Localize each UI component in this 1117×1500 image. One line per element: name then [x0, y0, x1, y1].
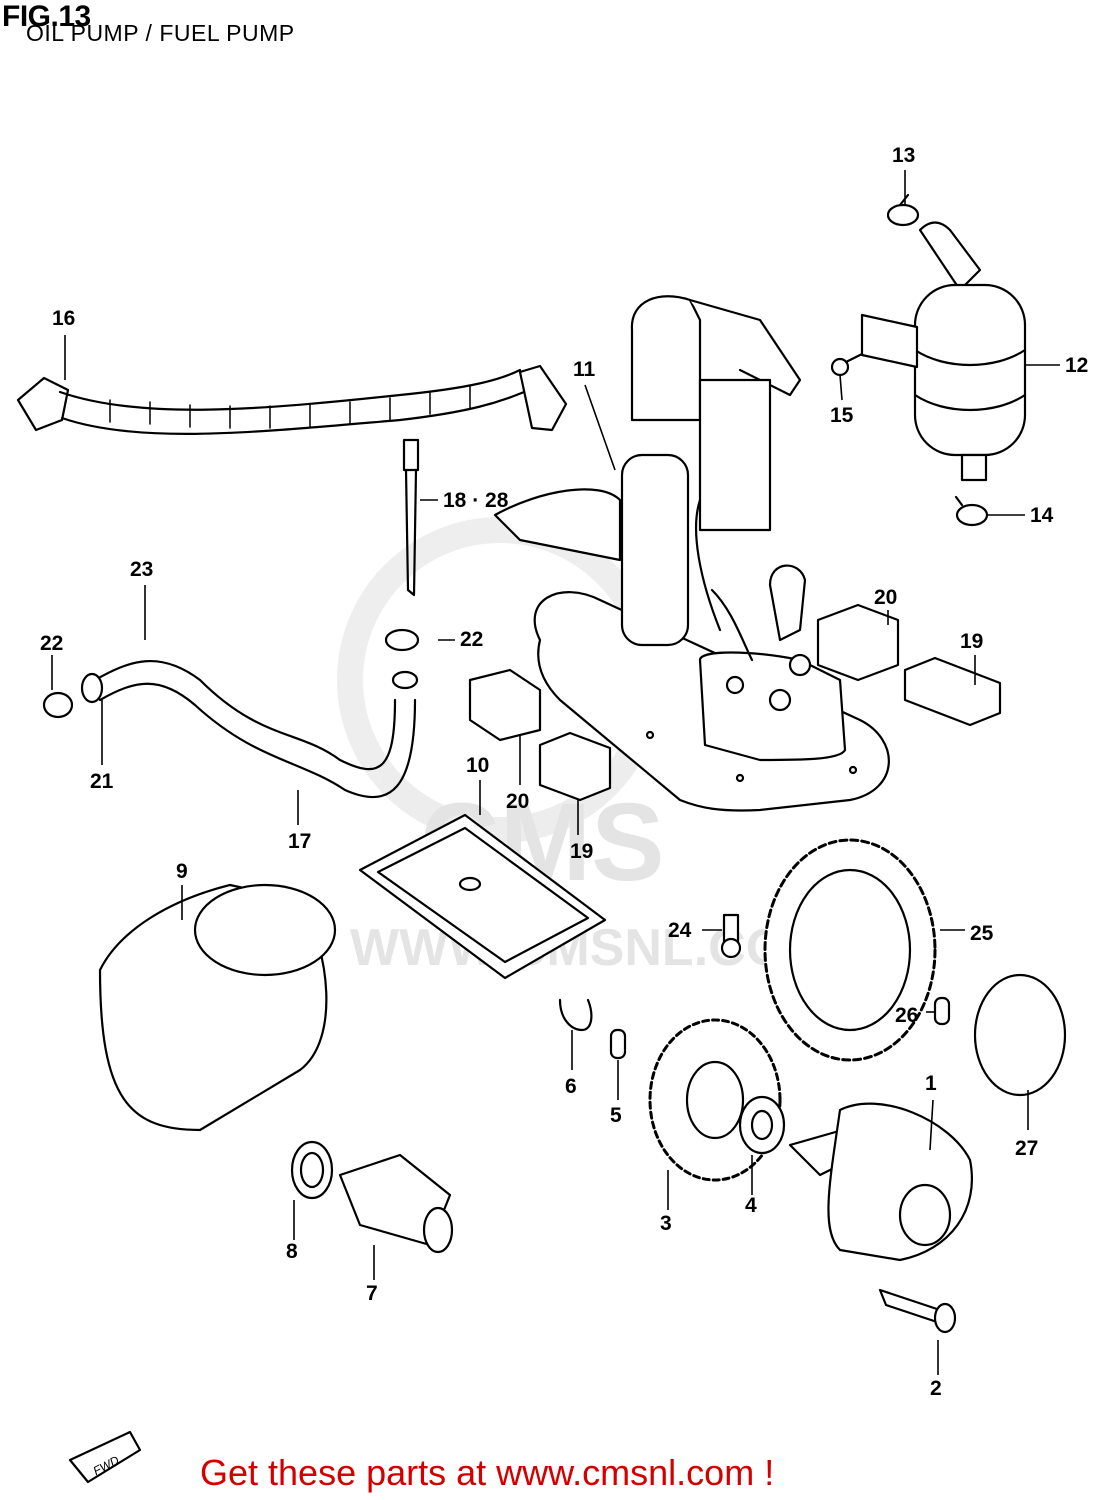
cushion-19a	[538, 731, 612, 802]
callout-3: 3	[660, 1212, 672, 1235]
clamp-13	[886, 193, 920, 227]
clamp-21	[42, 691, 74, 719]
callout-23: 23	[130, 558, 153, 581]
callout-6: 6	[565, 1075, 577, 1098]
washer-4	[738, 1095, 786, 1155]
oring-8	[290, 1140, 334, 1200]
callout-15: 15	[830, 404, 854, 427]
callout-14: 14	[1030, 504, 1054, 527]
callout-13: 13	[892, 144, 915, 167]
clamp-22	[384, 628, 420, 652]
callout-17: 17	[288, 830, 311, 853]
callout-1: 1	[925, 1072, 937, 1095]
callout-9: 9	[176, 860, 188, 883]
leader-lines	[51, 170, 1060, 1375]
callout-10: 10	[466, 754, 489, 777]
union-7	[338, 1153, 454, 1254]
oil-filter	[98, 883, 337, 1132]
callout-22b: 22	[40, 632, 63, 655]
gasket-10	[358, 813, 607, 980]
gear-25	[763, 838, 937, 1062]
cushion-20a	[468, 668, 542, 742]
callout-26: 26	[895, 1004, 918, 1027]
callout-19b: 19	[570, 840, 593, 863]
callout-4: 4	[745, 1194, 757, 1217]
clip-6	[558, 998, 593, 1032]
bolt-2	[878, 1288, 957, 1334]
fuel-filter	[860, 221, 1027, 482]
callout-12: 12	[1065, 354, 1088, 377]
callout-8: 8	[286, 1240, 298, 1263]
clamp-14	[954, 495, 989, 527]
cushion-20b	[816, 603, 900, 682]
fwd-arrow-icon	[68, 1430, 142, 1484]
oil-pump-body	[788, 1102, 973, 1262]
dowel-26	[933, 996, 951, 1026]
circlip-27	[973, 973, 1067, 1097]
callout-7: 7	[366, 1282, 378, 1305]
callout-labels: 1 2 3 4 5 6 7 8 9 10 11 12 13 14 15 16 1…	[40, 144, 1088, 1478]
wiring-harness	[16, 364, 568, 435]
callout-20b: 20	[506, 790, 529, 813]
cable-tie	[402, 438, 420, 597]
screw-15	[830, 352, 864, 377]
bolt-24	[720, 913, 742, 959]
callout-18-28: 18 · 28	[443, 489, 509, 512]
fuel-hose	[80, 660, 419, 799]
callout-2: 2	[930, 1377, 942, 1400]
callout-20a: 20	[874, 586, 897, 609]
callout-19a: 19	[960, 630, 983, 653]
figure-title: FIG.13	[2, 0, 91, 33]
callout-25: 25	[970, 922, 994, 945]
cushion-19b	[903, 656, 1002, 727]
pin-5	[609, 1028, 627, 1060]
footer-promo-link[interactable]: Get these parts at www.cmsnl.com !	[200, 1452, 775, 1493]
callout-27: 27	[1015, 1137, 1038, 1160]
callout-16: 16	[52, 307, 75, 330]
callout-11: 11	[573, 358, 596, 381]
figure-subtitle: OIL PUMP / FUEL PUMP	[26, 20, 295, 46]
callout-21: 21	[90, 770, 114, 793]
fuel-pump-assembly	[493, 295, 890, 812]
callout-5: 5	[610, 1104, 622, 1127]
callout-22a: 22	[460, 628, 483, 651]
callout-24: 24	[668, 919, 692, 942]
